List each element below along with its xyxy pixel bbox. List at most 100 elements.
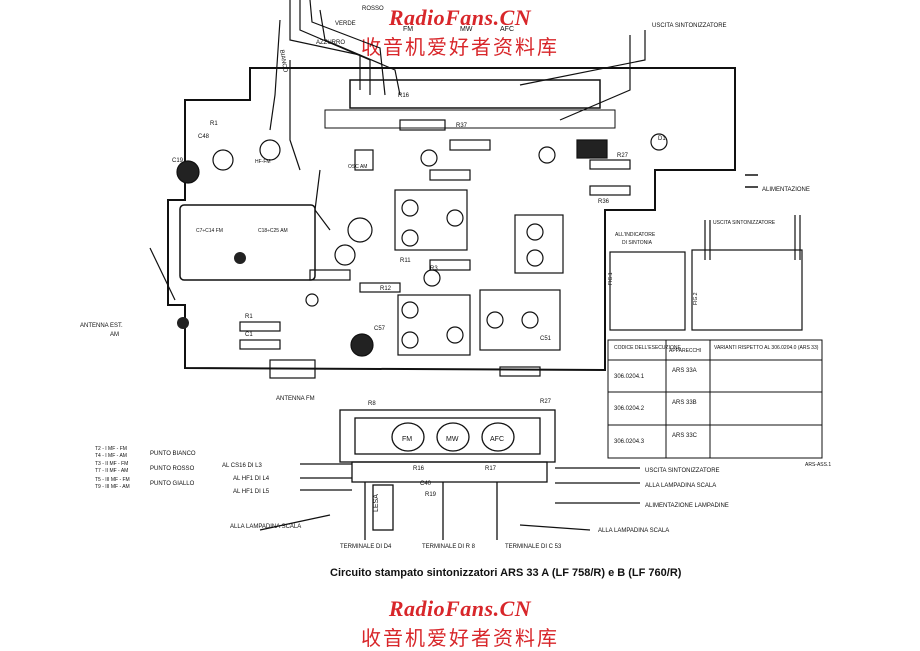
label-r36: R36 (598, 199, 610, 205)
coil-c15 (176, 160, 200, 184)
band-fm-bottom: FM (402, 436, 412, 443)
all-indicatore-label: ALL'INDICATORE (615, 232, 656, 238)
label-r1: R1 (245, 314, 253, 320)
legend-t2: T2 - I MF - FM (95, 446, 127, 452)
if-can-t3 (394, 189, 468, 251)
label-osc-am: OSC AM (348, 164, 367, 170)
watermark-site-top: RadioFans.CN (388, 5, 532, 30)
band-fm-top: FM (403, 26, 413, 33)
label-r27-top: R27 (617, 153, 629, 159)
transistor-tr4 (423, 269, 441, 287)
fig1-label: FIG.1 (608, 272, 614, 285)
variable-capacitor: C7÷C14 FM C18÷C25 AM (179, 204, 316, 281)
alla-lampadina-left: ALLA LAMPADINA SCALA (230, 524, 301, 530)
trimmer-c13 (212, 149, 234, 171)
table-header-var: VARIANTI RISPETTO AL 306.0204.0 (ARS 33) (714, 345, 819, 351)
electrolytic-c45 (538, 146, 556, 164)
table-header-code: CODICE DELL'ESECUZIONE (614, 345, 681, 351)
label-r16-bottom: R16 (413, 466, 425, 472)
wire-verde-label: VERDE (335, 21, 356, 27)
label-hf-fm: HF-FM (255, 159, 271, 165)
fig2-label: FIG.2 (693, 292, 699, 305)
table-row3-app: ARS 33C (672, 433, 698, 439)
al-hf1-l4-label: AL HF1 DI L4 (233, 476, 270, 482)
uscita-top-label: USCITA SINTONIZZATORE (652, 23, 727, 29)
diagram-caption: Circuito stampato sintonizzatori ARS 33 … (330, 567, 682, 579)
label-r27: R27 (540, 399, 552, 405)
if-can-t5 (479, 289, 561, 351)
label-c47: C51 (540, 336, 552, 342)
cap-am-label: C18÷C25 AM (258, 228, 288, 234)
table-footnote: ARS-ASS.1 (805, 462, 831, 468)
label-c17: C48 (198, 134, 210, 140)
antenna-fm-terminal (269, 359, 316, 379)
switch-assembly (259, 409, 640, 540)
al-cs16-label: AL CS16 DI L3 (222, 463, 262, 469)
al-hf1-l5-label: AL HF1 DI L5 (233, 489, 270, 495)
label-r11: R8 (368, 401, 376, 407)
lesa-label: LESA (373, 494, 380, 512)
band-mw-bottom: MW (446, 436, 459, 443)
wire-bundle (269, 0, 646, 231)
transistor-tr1 (334, 244, 356, 266)
band-afc-top: AFC (500, 26, 514, 33)
antenna-est-am-label: AM (110, 332, 119, 338)
alla-lampadina-low: ALLA LAMPADINA SCALA (598, 528, 669, 534)
label-c57: D1 (658, 136, 666, 142)
label-c1: C1 (245, 332, 253, 338)
legend-punto-giallo: PUNTO GIALLO (150, 481, 195, 487)
electrolytic-c57 (650, 133, 668, 151)
wire-bianco-label: BIANCO (278, 49, 288, 73)
label-r10: R3 (430, 266, 438, 272)
table-header-app: APPARECCHI (669, 348, 701, 354)
label-r17: R17 (485, 466, 497, 472)
legend-t4: T4 - I MF - AM (95, 453, 127, 459)
watermark-chinese-bottom: 收音机爱好者资料库 (361, 626, 559, 650)
table-row2-app: ARS 33B (672, 400, 697, 406)
cap-fm-label: C7÷C14 FM (196, 228, 223, 234)
legend-t3: T3 - II MF - FM (95, 461, 128, 467)
legend-t9: T9 - III MF - AM (95, 484, 130, 490)
tuning-indicator-detail (609, 215, 803, 331)
terminale-r8: TERMINALE DI R 8 (422, 544, 476, 550)
label-r37: R37 (456, 123, 468, 129)
band-mw-top: MW (460, 26, 473, 33)
transistor-tr2 (305, 293, 319, 307)
di-sintonia-label: DI SINTONIA (622, 240, 653, 246)
antenna-est-label: ANTENNA EST. (80, 323, 123, 329)
trimmer-hf (259, 139, 281, 161)
if-can-t7 (397, 294, 471, 356)
legend-t5: T5 - III MF - FM (95, 477, 130, 483)
table-row1-app: ARS 33A (672, 368, 697, 374)
legend-t7: T7 - II MF - AM (95, 468, 128, 474)
label-r15: R12 (380, 286, 392, 292)
label-c15: C19 (172, 158, 184, 164)
electrolytic-c54 (350, 333, 374, 357)
uscita-right-label: USCITA SINTONIZZATORE (713, 220, 776, 226)
legend-punto-bianco: PUNTO BIANCO (150, 451, 196, 457)
table-row1-code: 306.0204.1 (614, 374, 645, 380)
table-row2-code: 306.0204.2 (614, 406, 645, 412)
if-can-t9 (514, 214, 564, 274)
alimentazione-lampadine-label: ALIMENTAZIONE LAMPADINE (645, 503, 729, 509)
antenna-fm-label: ANTENNA FM (276, 396, 315, 402)
watermark-site-bottom: RadioFans.CN (388, 596, 532, 621)
terminale-c53: TERMINALE DI C 53 (505, 544, 562, 550)
watermark-chinese-top: 收音机爱好者资料库 (361, 35, 559, 59)
label-r19: R19 (425, 492, 437, 498)
label-r16: R16 (398, 93, 410, 99)
transistor-tr3 (420, 149, 438, 167)
alimentazione-label: ALIMENTAZIONE (762, 187, 810, 193)
uscita-bottom-label: USCITA SINTONIZZATORE (645, 468, 720, 474)
osc-coil (347, 217, 373, 243)
wire-azzurro-label: AZZURRO (316, 40, 345, 46)
variants-table (607, 339, 823, 459)
alla-lampadina-right: ALLA LAMPADINA SCALA (645, 483, 716, 489)
table-row3-code: 306.0204.3 (614, 439, 645, 445)
legend-punto-rosso: PUNTO ROSSO (150, 466, 195, 472)
antenna-am-terminal (177, 317, 189, 329)
label-r14: R11 (400, 258, 411, 264)
label-c54: C57 (374, 326, 386, 332)
wire-rosso-label: ROSSO (362, 6, 384, 12)
